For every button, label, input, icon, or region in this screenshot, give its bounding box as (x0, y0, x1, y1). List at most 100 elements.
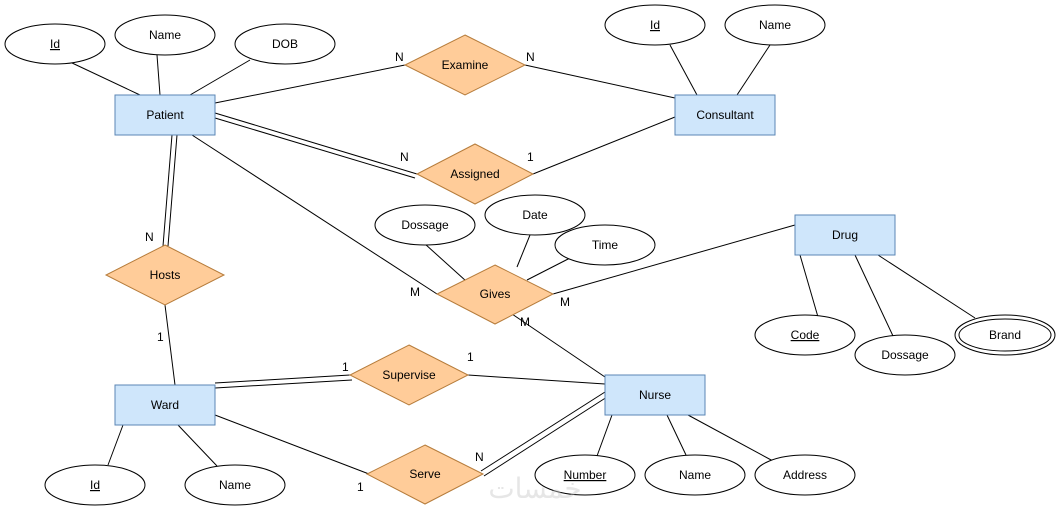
attribute-gives-date-label: Date (522, 208, 548, 222)
cardinality-examine-patient: N (395, 50, 404, 64)
watermark: خمسات (488, 472, 581, 505)
cardinality-serve-nurse: N (475, 450, 484, 464)
relationship-gives[interactable]: Gives (435, 264, 555, 325)
attribute-consultant-id[interactable]: Id (604, 4, 706, 46)
cardinality-gives-drug: M (560, 295, 570, 309)
attribute-ward-name[interactable]: Name (184, 464, 286, 506)
cardinality-supervise-ward: 1 (342, 360, 349, 374)
cardinality-hosts-patient: N (145, 230, 154, 244)
cardinality-examine-consultant: N (526, 50, 535, 64)
line-patient-examine (214, 64, 406, 104)
line-hosts-ward (164, 304, 176, 386)
line-patient-dob (189, 59, 251, 96)
entity-patient-label: Patient (146, 108, 184, 122)
attribute-drug-dossage[interactable]: Dossage (854, 334, 956, 376)
cardinality-assigned-consultant: 1 (527, 150, 534, 164)
attribute-gives-date[interactable]: Date (484, 194, 586, 236)
entity-ward[interactable]: Ward (114, 384, 216, 426)
line-patient-name (156, 54, 161, 96)
line-examine-consultant (524, 64, 676, 99)
line-consultant-name (736, 44, 771, 96)
line-supervise-nurse (467, 374, 606, 385)
cardinality-serve-ward: 1 (357, 480, 364, 494)
line-ward-supervise-a (214, 374, 351, 384)
line-serve-nurse-b (483, 396, 608, 477)
attribute-nurse-number[interactable]: Number (534, 454, 636, 496)
line-gives-drug (552, 224, 796, 295)
relationship-examine[interactable]: Examine (403, 34, 527, 96)
entity-nurse-label: Nurse (639, 388, 671, 402)
attribute-patient-name-label: Name (149, 28, 181, 42)
attribute-gives-time[interactable]: Time (554, 224, 656, 266)
attribute-nurse-name-label: Name (679, 468, 711, 482)
cardinality-supervise-nurse: 1 (467, 350, 474, 364)
cardinality-labels: N N N 1 N 1 M M M 1 1 1 N (145, 50, 570, 494)
attribute-nurse-name[interactable]: Name (644, 454, 746, 496)
attribute-nurse-number-label: Number (564, 468, 607, 482)
line-ward-supervise-b (214, 379, 353, 389)
attribute-gives-dossage[interactable]: Dossage (374, 204, 476, 246)
attribute-patient-id[interactable]: Id (4, 23, 106, 65)
attribute-ward-id[interactable]: Id (44, 464, 146, 506)
line-consultant-id (669, 44, 698, 96)
cardinality-hosts-ward: 1 (157, 330, 164, 344)
cardinality-gives-patient: M (410, 285, 420, 299)
entity-drug[interactable]: Drug (794, 214, 896, 256)
relationship-examine-label: Examine (442, 58, 489, 72)
relationship-serve[interactable]: Serve (365, 444, 485, 505)
connector-lines (69, 44, 976, 477)
attribute-patient-name[interactable]: Name (114, 14, 216, 56)
entity-patient[interactable]: Patient (114, 94, 216, 136)
relationship-hosts[interactable]: Hosts (104, 244, 226, 306)
relationship-assigned[interactable]: Assigned (415, 143, 535, 205)
relationship-serve-label: Serve (409, 467, 441, 481)
line-gives-nurse (511, 313, 606, 378)
line-nurse-address (687, 414, 774, 462)
line-patient-assigned-a (214, 112, 418, 175)
attribute-consultant-name[interactable]: Name (724, 4, 826, 46)
line-patient-hosts-a (162, 134, 173, 247)
entity-consultant-label: Consultant (696, 108, 754, 122)
line-drug-brand (877, 254, 976, 319)
attribute-nurse-address-label: Address (783, 468, 827, 482)
attribute-drug-brand[interactable]: Brand (954, 314, 1056, 356)
relationship-supervise-label: Supervise (382, 368, 436, 382)
relationship-supervise[interactable]: Supervise (348, 344, 470, 406)
attribute-consultant-id-label: Id (650, 18, 660, 32)
line-patient-assigned-b (214, 117, 416, 179)
line-nurse-name (666, 414, 687, 456)
line-gives-dossage (424, 243, 467, 282)
line-drug-code (799, 254, 819, 318)
line-serve-nurse-a (480, 391, 606, 472)
entity-ward-label: Ward (151, 398, 179, 412)
line-gives-date (516, 234, 531, 268)
relationship-gives-label: Gives (480, 287, 511, 301)
cardinality-assigned-patient: N (400, 150, 409, 164)
entity-nurse[interactable]: Nurse (604, 374, 706, 416)
relationship-assigned-label: Assigned (450, 167, 499, 181)
attribute-drug-code[interactable]: Code (754, 314, 856, 356)
entity-drug-label: Drug (832, 228, 858, 242)
entity-consultant[interactable]: Consultant (674, 94, 776, 136)
line-gives-time (526, 256, 573, 281)
line-patient-id (69, 61, 141, 96)
relationship-hosts-label: Hosts (150, 268, 181, 282)
attribute-patient-dob[interactable]: DOB (234, 23, 336, 65)
attribute-gives-dossage-label: Dossage (401, 218, 449, 232)
line-patient-gives (191, 134, 438, 295)
attribute-nurse-address[interactable]: Address (754, 454, 856, 496)
attribute-consultant-name-label: Name (759, 18, 791, 32)
attribute-drug-dossage-label: Dossage (881, 348, 929, 362)
attribute-drug-code-label: Code (791, 328, 820, 342)
line-assigned-consultant (532, 116, 676, 175)
line-ward-serve (214, 414, 370, 475)
attribute-patient-id-label: Id (50, 37, 60, 51)
line-nurse-number (596, 414, 613, 457)
line-ward-name (177, 424, 218, 467)
line-ward-id (107, 424, 124, 466)
attribute-drug-brand-label: Brand (989, 328, 1021, 342)
line-drug-dossage (854, 254, 894, 337)
attribute-gives-time-label: Time (592, 238, 619, 252)
attribute-ward-id-label: Id (90, 478, 100, 492)
